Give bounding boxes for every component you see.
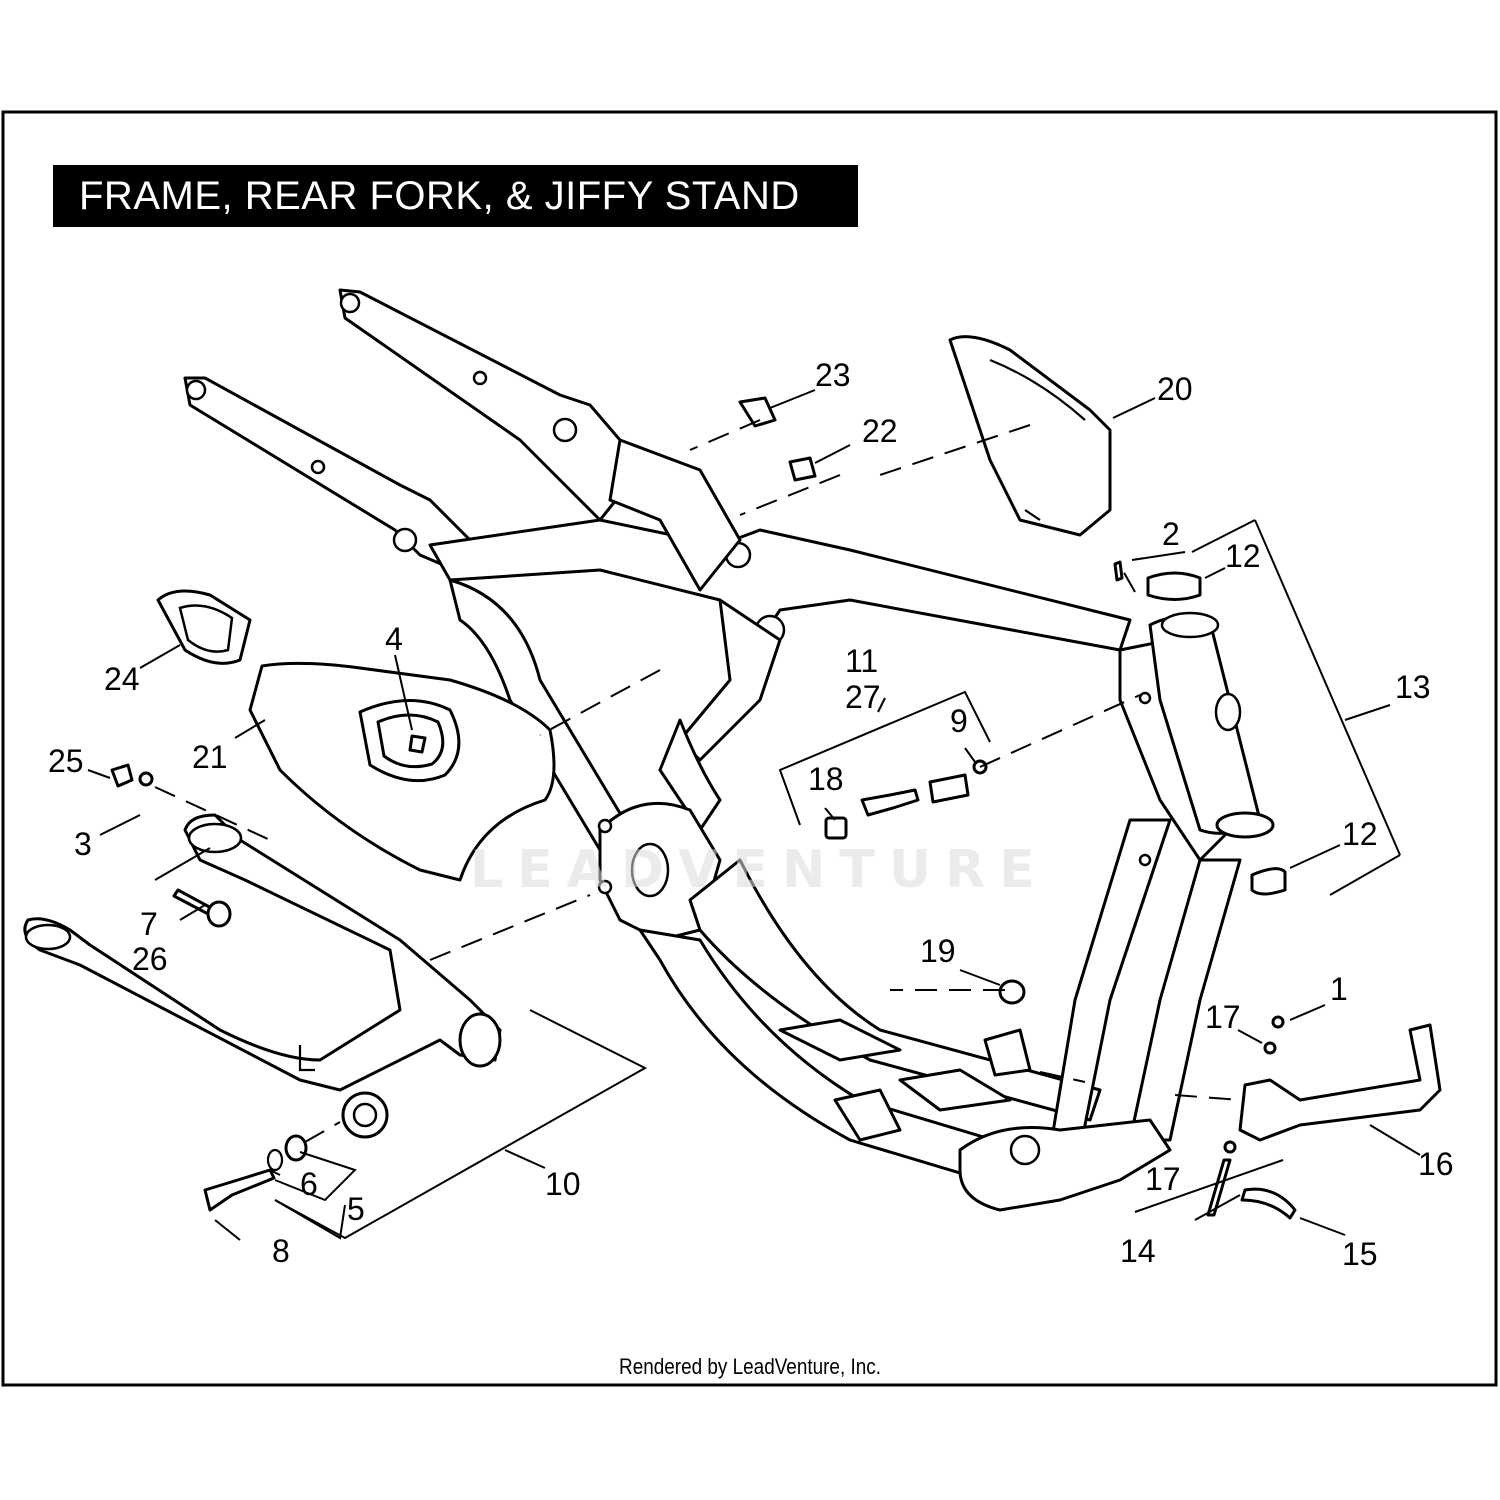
footer-credit: Rendered by LeadVenture, Inc. [619, 1354, 881, 1379]
callout-17a: 17 [1205, 999, 1241, 1035]
watermark-text: LEADVENTURE [470, 840, 1049, 900]
callout-18: 18 [808, 761, 844, 797]
jiffy-stand-part [1238, 1023, 1442, 1142]
clip-22-part [788, 456, 817, 482]
retaining-ring-part [266, 1148, 284, 1172]
lock-cap-part [824, 816, 848, 840]
callout-17b: 17 [1145, 1161, 1181, 1197]
rear-fork-part [23, 813, 502, 1139]
page-border [1, 110, 1498, 1387]
callout-14: 14 [1120, 1233, 1156, 1269]
callout-27: 27 [845, 679, 881, 715]
pin-part [1113, 560, 1124, 582]
callout-15: 15 [1342, 1236, 1378, 1272]
key-part [860, 788, 920, 817]
bearing-race-upper [1146, 571, 1202, 601]
pivot-pin-part [1206, 1158, 1232, 1217]
callout-12a: 12 [1225, 538, 1261, 574]
nut-1-part [1271, 1015, 1285, 1029]
callout-11: 11 [845, 643, 878, 679]
callout-16: 16 [1418, 1146, 1454, 1182]
frame-cover-part [248, 661, 556, 882]
leader-lines [87, 389, 1421, 1241]
callouts: 1 2 3 4 5 6 7 8 9 10 11 12 12 13 14 15 1… [48, 357, 1454, 1272]
callout-20: 20 [1157, 371, 1193, 407]
clip-23-part [738, 396, 777, 428]
spring-part [1240, 1187, 1297, 1220]
medallion-part [156, 589, 252, 665]
callout-22: 22 [862, 413, 898, 449]
callout-3: 3 [74, 826, 92, 862]
side-cover-part [948, 335, 1112, 537]
callout-26: 26 [132, 941, 168, 977]
callout-24: 24 [104, 661, 140, 697]
lock-cylinder-part [928, 773, 970, 804]
callout-23: 23 [815, 357, 851, 393]
frame-part [183, 288, 1275, 1212]
callout-12b: 12 [1342, 816, 1378, 852]
grommet-part [998, 979, 1026, 1005]
callout-13: 13 [1395, 669, 1431, 705]
page-title: FRAME, REAR FORK, & JIFFY STAND [53, 165, 858, 227]
callout-4: 4 [385, 621, 403, 657]
callout-8: 8 [272, 1233, 290, 1269]
washer-upper-part [1263, 1041, 1277, 1055]
washer-lower-part [1223, 1140, 1237, 1154]
bearing-race-lower [1250, 867, 1287, 896]
assembly-lines [154, 419, 1241, 1143]
callout-2: 2 [1162, 516, 1180, 552]
callout-21: 21 [192, 739, 228, 775]
callout-25: 25 [48, 743, 84, 779]
callout-10: 10 [545, 1166, 581, 1202]
callout-6: 6 [300, 1166, 318, 1202]
callout-1: 1 [1330, 971, 1348, 1007]
callout-7: 7 [140, 906, 158, 942]
callout-5: 5 [347, 1191, 365, 1227]
axle-bolt-part [203, 1168, 276, 1212]
callout-19: 19 [920, 933, 956, 969]
spacer-part [110, 763, 134, 788]
bearing-part [284, 1134, 308, 1162]
nut-part [138, 771, 154, 787]
callout-9: 9 [950, 703, 968, 739]
